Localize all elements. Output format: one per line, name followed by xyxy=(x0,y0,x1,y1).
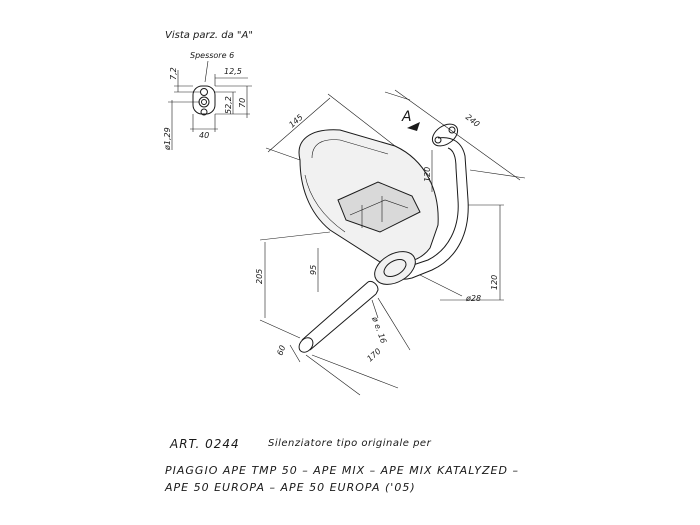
tail-pipe xyxy=(301,281,377,351)
dim-205: 205 xyxy=(255,269,264,284)
exhaust-silencer: A 145 240 120 205 95 120 ø28 ø e. 1 xyxy=(255,89,526,396)
article-description: Silenziatore tipo originale per xyxy=(268,438,432,449)
pipe-elbow-ring xyxy=(374,251,416,285)
dim-240: 240 xyxy=(464,112,482,129)
dim-145: 145 xyxy=(287,113,304,130)
dim-170: 170 xyxy=(365,347,382,364)
flange-detail-view: Vista parz. da "A" Spessore 6 7,2 ø1,29 … xyxy=(163,30,253,151)
dim-95: 95 xyxy=(309,265,318,275)
models-line-2: APE 50 EUROPA – APE 50 EUROPA ('05) xyxy=(165,481,416,494)
dim-52-2: 52,2 xyxy=(224,96,233,114)
inlet-flange xyxy=(431,123,459,147)
thickness-label: Spessore 6 xyxy=(190,51,234,60)
view-title: Vista parz. da "A" xyxy=(165,30,253,41)
dim-d16: ø e. 16 xyxy=(370,315,388,345)
view-marker-a: A xyxy=(401,109,412,125)
flange-plate xyxy=(192,85,216,116)
dim-40: 40 xyxy=(199,131,209,140)
dim-60: 60 xyxy=(275,344,287,357)
thickness-leader xyxy=(204,60,209,83)
dim-120-right: 120 xyxy=(490,275,499,290)
dim-120-upper: 120 xyxy=(423,167,432,182)
dim-1-29: ø1,29 xyxy=(163,127,172,151)
mounting-bracket xyxy=(337,181,421,233)
dim-7-2: 7,2 xyxy=(169,67,178,80)
article-number: ART. 0244 xyxy=(170,437,240,451)
models-line-1: PIAGGIO APE TMP 50 – APE MIX – APE MIX K… xyxy=(165,464,519,477)
view-arrow xyxy=(407,122,420,131)
dim-70: 70 xyxy=(238,98,247,108)
dim-12-5: 12,5 xyxy=(224,67,242,76)
dim-d28: ø28 xyxy=(465,294,481,303)
